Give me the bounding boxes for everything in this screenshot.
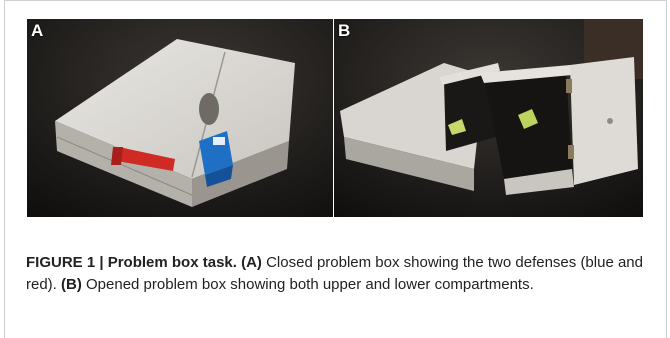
caption-heading: FIGURE 1 | Problem box task. [26,254,237,271]
panel-b-photo: B [334,19,643,217]
caption-ref-b: (B) [61,276,82,293]
figure-border-left [4,0,5,338]
panel-label-b: B [338,21,351,40]
figure-border-right [666,0,667,338]
caption-text-a: Closed problem box showing the two defen… [26,254,643,293]
panel-label-a: A [31,21,44,40]
caption-ref-a: (A) [237,254,262,271]
caption-ref-a-text: (A) [241,254,262,271]
opened-box-image [334,19,643,217]
caption-text-b: Opened problem box showing both upper an… [81,276,534,293]
panel-a-photo: A [27,19,333,217]
figure-caption: FIGURE 1 | Problem box task. (A) Closed … [26,252,646,296]
closed-box-image [27,19,333,217]
figure-border-top [4,0,667,1]
